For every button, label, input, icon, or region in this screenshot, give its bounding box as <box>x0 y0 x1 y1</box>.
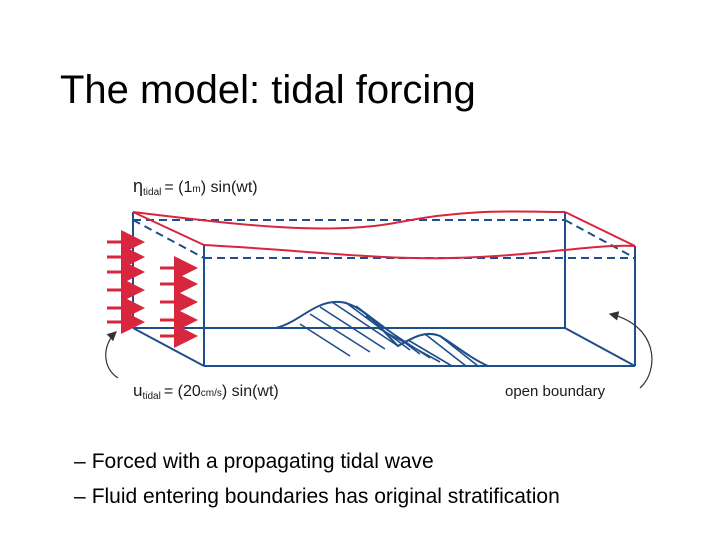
u-label-pointer-arrow <box>105 331 119 379</box>
bottom-ridge <box>275 300 489 367</box>
u-rest: ) sin(wt) <box>222 383 279 400</box>
eta-amplitude: 1 <box>184 179 193 196</box>
u-subscript: tidal <box>142 391 160 402</box>
bullet-dash: – <box>74 485 86 508</box>
slide-title: The model: tidal forcing <box>60 68 476 112</box>
eta-equals: = ( <box>164 179 184 196</box>
u-symbol: u <box>133 381 142 400</box>
u-equals: = ( <box>164 383 184 400</box>
bullet-text: Fluid entering boundaries has original s… <box>91 485 560 508</box>
u-amplitude: 20 <box>183 383 201 400</box>
channel-box <box>132 212 636 367</box>
eta-unit: m <box>192 184 200 195</box>
tidal-inflow-arrows <box>107 230 198 348</box>
open-boundary-pointer-arrow <box>608 311 653 389</box>
u-tidal-label: utidal = (20cm/s) sin(wt) <box>133 381 279 402</box>
bullet-item: –Fluid entering boundaries has original … <box>74 485 560 509</box>
ridge-outline <box>275 300 489 367</box>
tidal-free-surface <box>132 210 636 260</box>
bullet-dash: – <box>74 450 86 473</box>
eta-tidal-label: ηtidal= (1m) sin(wt) <box>133 176 258 198</box>
bullet-text: Forced with a propagating tidal wave <box>91 450 434 473</box>
u-unit: cm/s <box>201 388 222 399</box>
eta-rest: ) sin(wt) <box>201 179 258 196</box>
open-boundary-label: open boundary <box>505 383 606 400</box>
bullet-item: –Forced with a propagating tidal wave <box>74 450 560 474</box>
eta-subscript: tidal <box>143 187 161 198</box>
eta-symbol: η <box>133 176 143 196</box>
bullet-list: –Forced with a propagating tidal wave –F… <box>74 450 560 520</box>
